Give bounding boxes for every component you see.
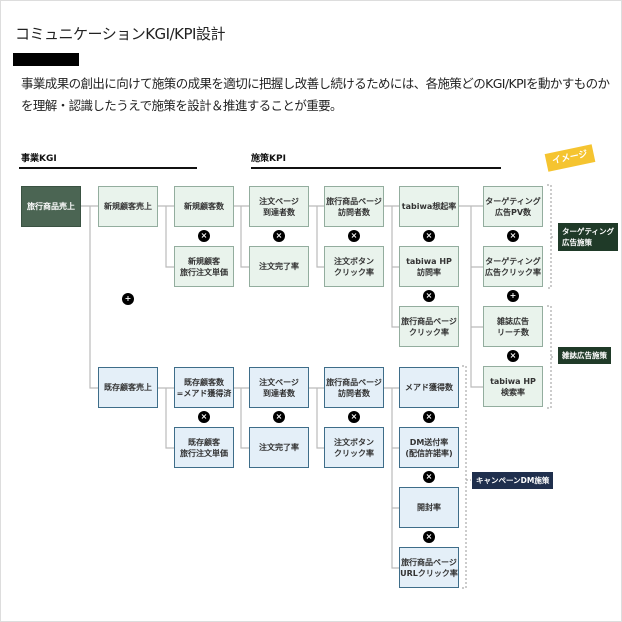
plus-icon: + xyxy=(122,293,134,305)
lead-text: 事業成果の創出に向けて施策の成果を適切に把握し改善し続けるためには、各施策どのK… xyxy=(21,76,610,113)
measure-campaign-dm-label: キャンペーンDM施策 xyxy=(472,472,554,489)
section-kgi-divider xyxy=(19,167,197,169)
multiply-icon: × xyxy=(507,230,519,242)
multiply-icon: × xyxy=(423,531,435,543)
page-title: コミュニケーションKGI/KPI設計 xyxy=(15,25,225,43)
plus-icon: + xyxy=(507,290,519,302)
node-existing-unit-price: 既存顧客 旅行注文単価 xyxy=(174,427,234,468)
node-new-sales: 新規顧客売上 xyxy=(98,186,158,227)
multiply-icon: × xyxy=(423,471,435,483)
node-order-complete: 注文完了率 xyxy=(249,246,309,287)
node-email-acquired: メアド獲得数 xyxy=(399,367,459,408)
node-ex-product-page-visitors: 旅行商品ページ 訪問者数 xyxy=(324,367,384,408)
node-order-page-reach: 注文ページ 到達者数 xyxy=(249,186,309,227)
multiply-icon: × xyxy=(273,230,285,242)
node-root: 旅行商品売上 xyxy=(21,186,81,227)
multiply-icon: × xyxy=(423,290,435,302)
node-magazine-reach: 雑誌広告 リーチ数 xyxy=(483,306,543,347)
node-order-button-ctr: 注文ボタン クリック率 xyxy=(324,246,384,287)
measure-targeting-label: ターゲティング 広告施策 xyxy=(558,223,619,251)
node-tabiwa-search: tabiwa HP 検索率 xyxy=(483,366,543,407)
node-ex-order-complete: 注文完了率 xyxy=(249,427,309,468)
redacted-bar xyxy=(13,53,79,66)
section-kpi-divider xyxy=(251,167,501,169)
multiply-icon: × xyxy=(273,411,285,423)
node-url-ctr: 旅行商品ページ URLクリック率 xyxy=(399,547,459,588)
node-existing-sales: 既存顧客売上 xyxy=(98,367,158,408)
node-new-unit-price: 新規顧客 旅行注文単価 xyxy=(174,246,234,287)
node-targeting-ctr: ターゲティング 広告クリック率 xyxy=(483,246,543,287)
multiply-icon: × xyxy=(198,411,210,423)
section-kgi-heading: 事業KGI xyxy=(21,154,57,164)
node-product-page-ctr: 旅行商品ページ クリック率 xyxy=(399,306,459,347)
multiply-icon: × xyxy=(423,411,435,423)
multiply-icon: × xyxy=(348,411,360,423)
node-existing-customers: 既存顧客数 =メアド獲得済 xyxy=(174,367,234,408)
multiply-icon: × xyxy=(348,230,360,242)
node-product-page-visitors: 旅行商品ページ 訪問者数 xyxy=(324,186,384,227)
section-kpi-heading: 施策KPI xyxy=(251,154,286,164)
multiply-icon: × xyxy=(423,230,435,242)
multiply-icon: × xyxy=(507,350,519,362)
measure-magazine-label: 雑誌広告施策 xyxy=(558,347,611,364)
node-ex-order-page-reach: 注文ページ 到達者数 xyxy=(249,367,309,408)
node-open-rate: 開封率 xyxy=(399,487,459,528)
node-targeting-pv: ターゲティング 広告PV数 xyxy=(483,186,543,227)
multiply-icon: × xyxy=(198,230,210,242)
node-dm-send-rate: DM送付率 (配信許諾率) xyxy=(399,427,459,468)
node-new-customers: 新規顧客数 xyxy=(174,186,234,227)
node-ex-order-button-ctr: 注文ボタン クリック率 xyxy=(324,427,384,468)
node-tabiwa-hp-visit: tabiwa HP 訪問率 xyxy=(399,246,459,287)
node-tabiwa-recall: tabiwa想起率 xyxy=(399,186,459,227)
